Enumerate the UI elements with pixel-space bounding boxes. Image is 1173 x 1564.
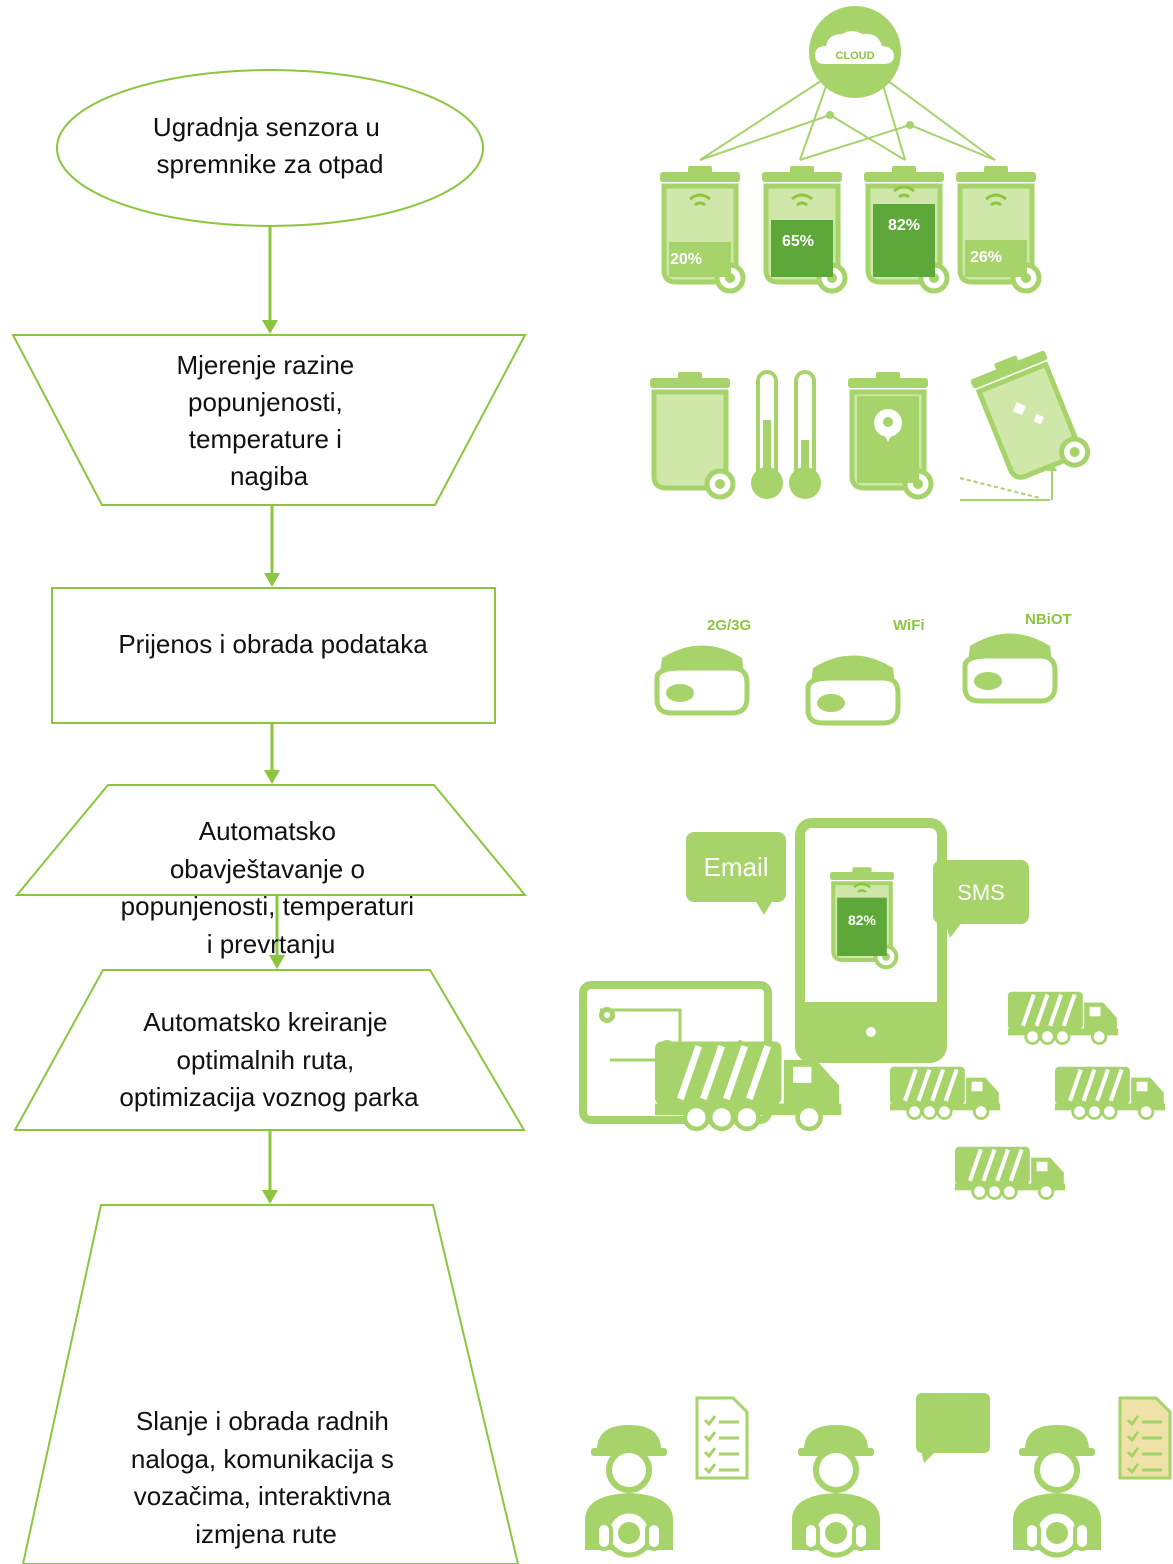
step-6-line: Slanje i obrada radnih [136,1406,389,1436]
tilted-bin-icon [959,343,1092,501]
fleet-truck-icon [955,1147,1065,1199]
checklist-doc-icon [695,1396,749,1480]
chat-bubble-icon [916,1393,990,1463]
arrow-1-to-2 [262,226,278,334]
phone-bin-level: 82% [848,912,877,928]
sensor-network-label: NBiOT [1025,611,1072,628]
fleet-truck-icon [1008,992,1118,1044]
email-bubble-icon: Email [686,832,786,915]
bin-level-label: 82% [888,217,920,234]
step-5-line: optimizacija voznog parka [119,1082,419,1112]
email-label: Email [703,852,768,882]
step-3-label: Prijenos i obrada podataka [118,629,428,659]
step-4-trapezoid-shape [14,784,528,896]
sensor-network-label: 2G/3G [707,617,751,634]
smartphone-icon: 82% [795,818,947,1063]
bin-icon: 82% [864,166,947,291]
measurement-icons [650,343,1092,501]
arrow-5-to-6 [262,1130,278,1204]
notification-illustration: Email 82% SMS [686,818,1029,1063]
step-2-line: popunjenosti, [188,387,343,417]
step-6-line: vozačima, interaktivna [134,1481,392,1511]
step-2-manual-operation-shape [11,334,527,506]
bin-icon: 26% [956,166,1039,291]
arrow-4-to-5 [269,895,285,969]
driver-icon [1013,1425,1101,1555]
bin-location-icon [848,372,931,497]
thermometer-icon [751,370,821,499]
step-6-trapezoid-shape [21,1204,520,1564]
sensor-wifi-icon [808,656,898,724]
bin-level-label: 26% [970,249,1002,266]
sms-label: SMS [957,880,1005,905]
sensor-nbiot-icon [965,634,1055,702]
step-5-trapezoid-shape [13,969,526,1131]
step-4-line: popunjenosti, temperaturi [121,891,414,921]
step-3-process-box [51,587,496,724]
sensor-devices: 2G/3G WiFi NBiOT [657,611,1072,723]
fleet-truck-icon [890,1067,1000,1119]
step-4-label: Automatsko obavještavanje o popunjenosti… [121,816,422,959]
step-1-line: Ugradnja senzora u [153,112,380,142]
step-3-line: Prijenos i obrada podataka [118,629,428,659]
bin-icon: 65% [762,166,845,291]
step-4-line: Automatsko [199,816,336,846]
drivers-illustration [585,1393,1172,1555]
routing-fleet-illustration [579,981,1165,1199]
bin-fill-icon [650,372,733,497]
step-5-line: Automatsko kreiranje [143,1007,387,1037]
step-5-label: Automatsko kreiranje optimalnih ruta, op… [119,1007,419,1112]
step-4-line: i prevrtanju [207,929,336,959]
bin-icon: 20% [660,166,743,291]
step-6-line: izmjena rute [195,1519,337,1549]
step-2-line: temperature i [189,424,342,454]
step-2-line: nagiba [230,461,309,491]
cloud-bins-illustration: CLOUD 20% 65% 82% 26% [660,6,1039,291]
fleet-truck-icon [1055,1067,1165,1119]
arrow-3-to-4 [264,723,280,784]
checklist-doc-yellow-icon [1118,1396,1172,1480]
step-6-label: Slanje i obrada radnih naloga, komunikac… [131,1406,401,1549]
bin-level-label: 20% [670,251,702,268]
bin-level-label: 65% [782,233,814,250]
step-5-line: optimalnih ruta, [177,1045,355,1075]
arrow-2-to-3 [264,505,280,587]
driver-icon [585,1425,673,1555]
step-2-line: Mjerenje razine [177,350,355,380]
step-6-line: naloga, komunikacija s [131,1444,394,1474]
step-2-label: Mjerenje razine popunjenosti, temperatur… [177,350,362,491]
step-4-line: obavještavanje o [170,854,365,884]
sms-bubble-icon: SMS [933,860,1029,938]
step-1-line: spremnike za otpad [157,149,384,179]
step-1-start-ellipse [56,69,484,227]
sensor-2g3g-icon [657,646,747,714]
step-1-label: Ugradnja senzora u spremnike za otpad [153,112,387,179]
sensor-network-label: WiFi [893,617,925,634]
driver-icon [792,1425,880,1555]
cloud-label: CLOUD [835,50,874,62]
